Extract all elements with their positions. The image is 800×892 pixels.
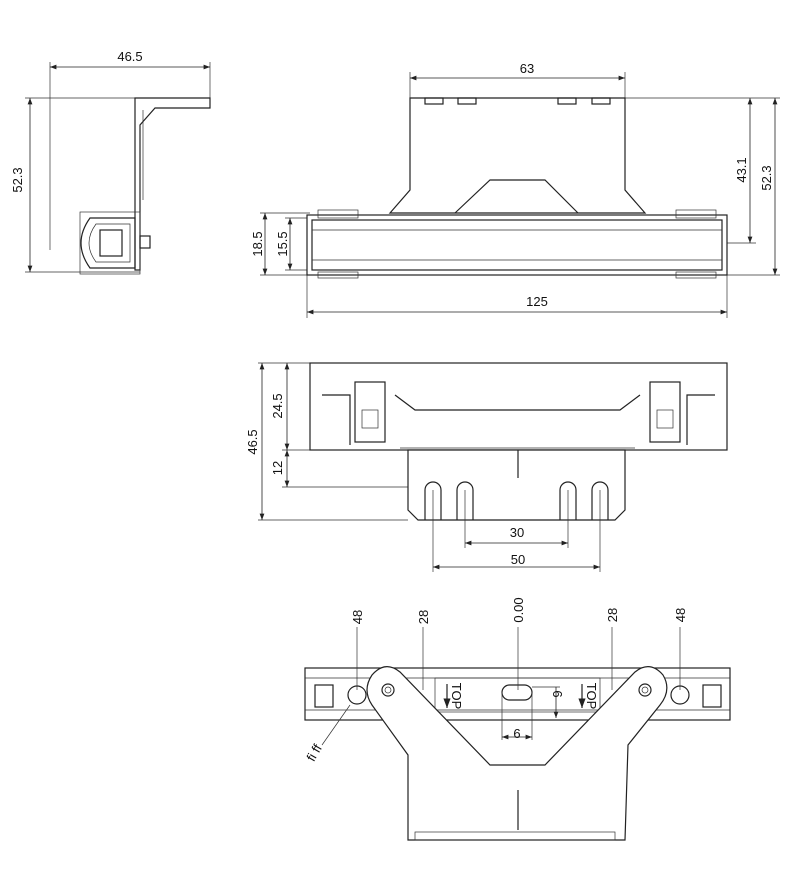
position-right-outer: 48 <box>673 608 688 622</box>
dimension-upper-height: 24.5 <box>270 393 285 418</box>
side-view: 46.5 52.3 <box>10 49 211 275</box>
bottom-view: 24.5 46.5 12 30 50 <box>245 362 728 572</box>
top-view: 48 28 0.00 28 48 6 9 TOP TOP fi ff <box>303 597 731 841</box>
dimension-top-width: 63 <box>520 61 534 76</box>
dimension-outer-spacing: 50 <box>511 552 525 567</box>
dimension-inner-height: 15.5 <box>275 231 290 256</box>
note-leader-label: fi ff <box>303 741 325 764</box>
dimension-total-height: 52.3 <box>759 165 774 190</box>
position-left-outer: 48 <box>350 610 365 624</box>
dimension-lower-offset: 12 <box>270 461 285 475</box>
dimension-inner-spacing: 30 <box>510 525 524 540</box>
dimension-slot-height: 6 <box>550 690 565 697</box>
dimension-top-height: 43.1 <box>734 157 749 182</box>
dimension-slot-width: 9 <box>513 726 520 741</box>
dimension-outer-height: 18.5 <box>250 231 265 256</box>
front-view: 63 43.1 52.3 18.5 15.5 125 <box>250 61 780 318</box>
marking-top-right: TOP <box>584 683 599 710</box>
position-left-inner: 28 <box>416 610 431 624</box>
marking-top-left: TOP <box>449 683 464 710</box>
dimension-length: 125 <box>526 294 548 309</box>
position-center: 0.00 <box>511 597 526 622</box>
dimension-total-height: 46.5 <box>245 429 260 454</box>
dimension-width: 46.5 <box>117 49 142 64</box>
dimension-height: 52.3 <box>10 167 25 192</box>
mounting-holes <box>424 481 609 520</box>
position-right-inner: 28 <box>605 608 620 622</box>
